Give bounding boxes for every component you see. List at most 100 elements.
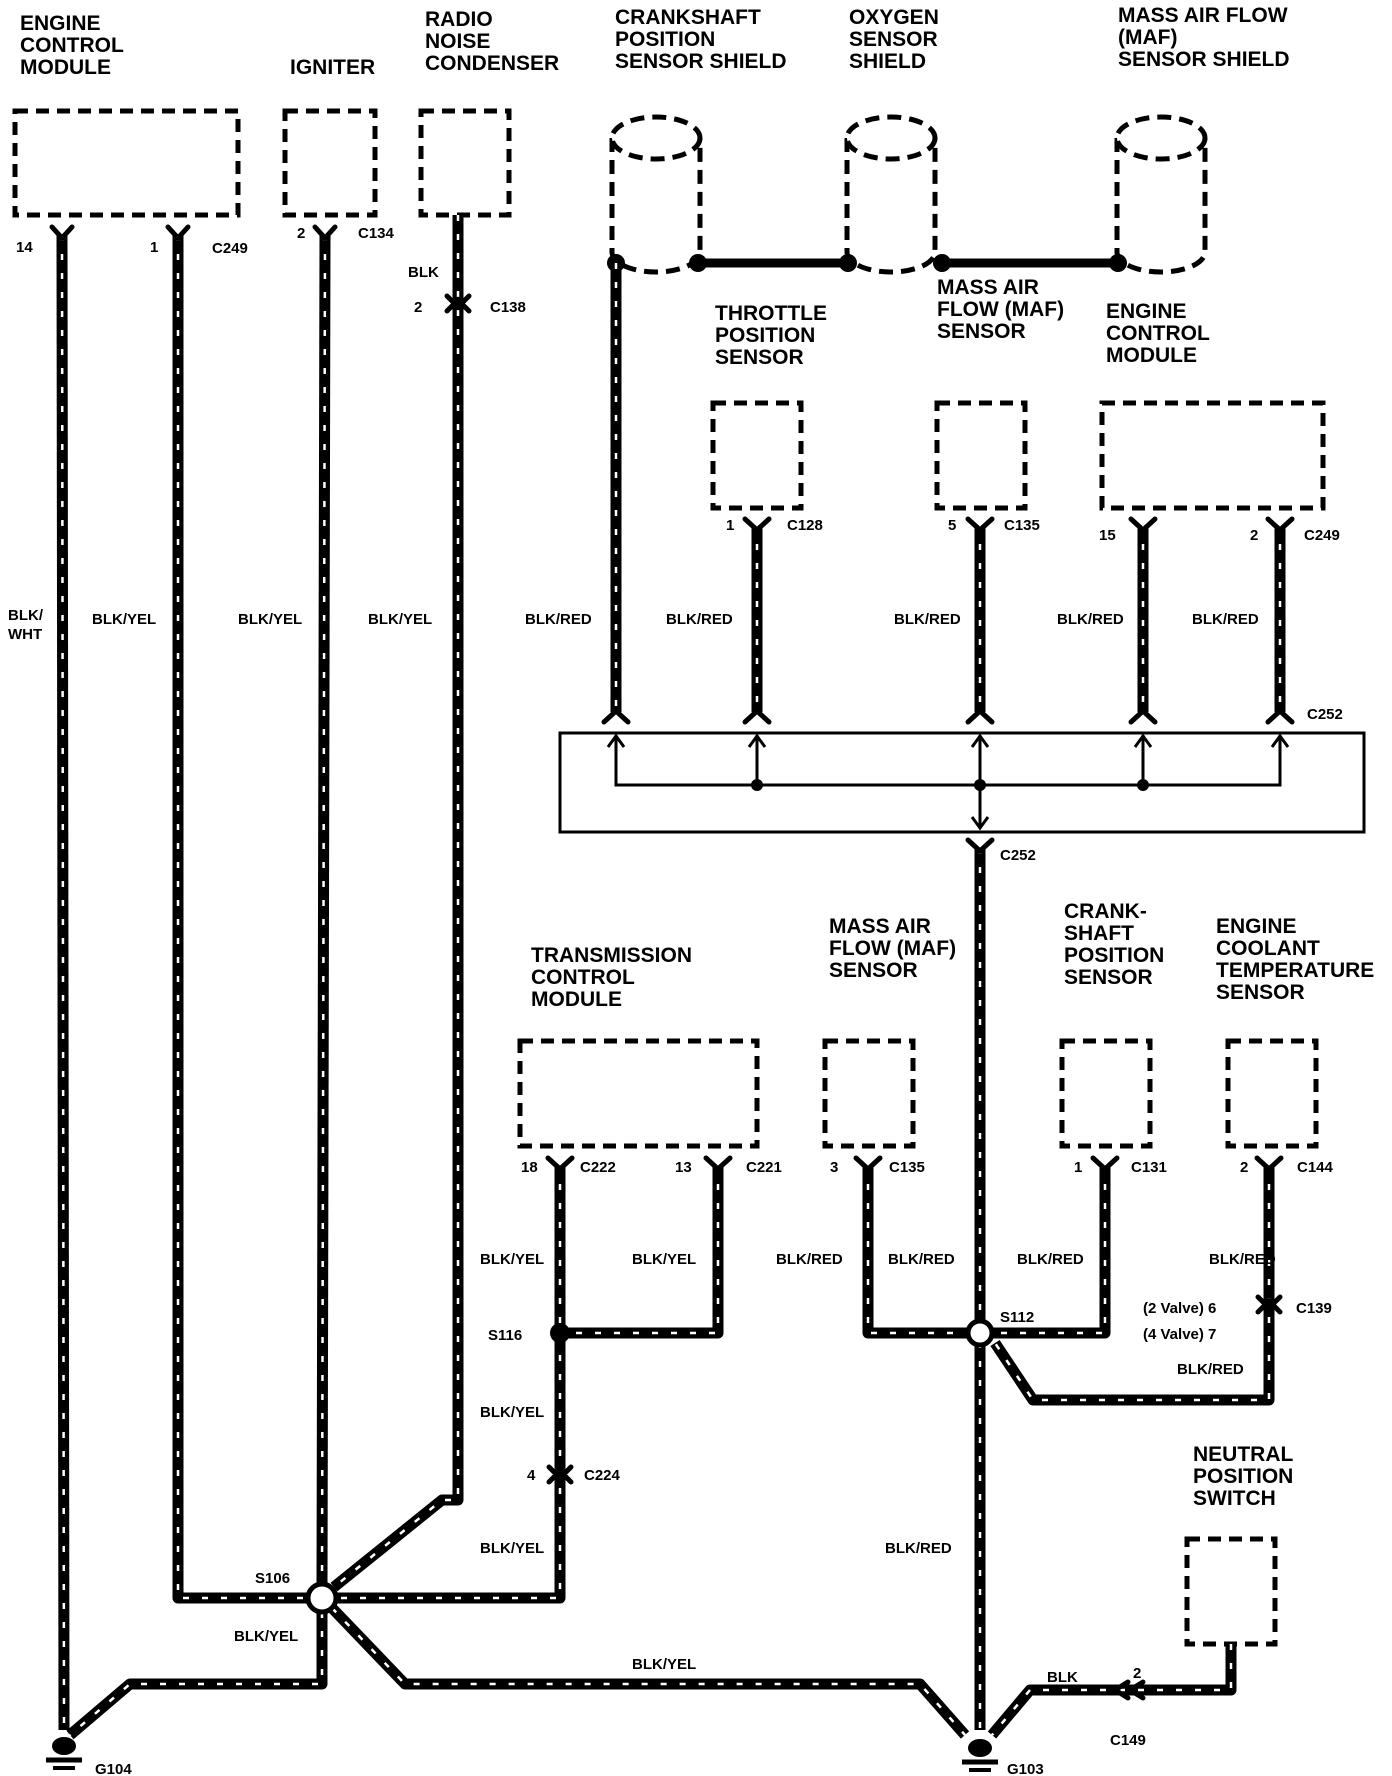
engine-coolant-temperature-sensor-box — [1225, 1038, 1319, 1149]
wire-tcm18-s106 — [336, 1165, 566, 1604]
pin-c138-2: 2 — [414, 299, 422, 316]
transmission-control-module-box — [517, 1038, 760, 1149]
conn-c139: C139 — [1296, 1300, 1332, 1317]
igniter-box — [282, 108, 378, 218]
pin-ecm-2: 2 — [1250, 527, 1258, 544]
c252-internal-bus — [606, 733, 1290, 831]
wire-label-blk-red-6: BLK/RED — [776, 1251, 843, 1268]
oxygen-shield-cylinder — [844, 114, 938, 275]
wire-label-blk-red-5: BLK/RED — [1192, 611, 1259, 628]
wire-label-blk-yel-6: BLK/YEL — [480, 1404, 544, 1421]
c252-junction-block — [558, 731, 1366, 834]
crankshaft-position-sensor-box — [1059, 1038, 1153, 1149]
splice-s112 — [965, 1318, 995, 1348]
pin-c139-2valve: (2 Valve) 6 — [1143, 1300, 1216, 1317]
pin-igniter-2: 2 — [297, 225, 305, 242]
conn-c221: C221 — [746, 1159, 782, 1176]
splice-label-s116: S116 — [488, 1327, 522, 1344]
wire-label-blk-yel-4: BLK/YEL — [480, 1251, 544, 1268]
ground-label-g104: G104 — [95, 1761, 132, 1776]
splice-label-s106: S106 — [255, 1570, 290, 1587]
conn-c224: C224 — [584, 1467, 621, 1484]
conn-c222: C222 — [580, 1159, 616, 1176]
wire-label-blk-yel-2: BLK/YEL — [238, 611, 302, 628]
conn-c149: C149 — [1110, 1732, 1146, 1749]
wire-label-blk-yel-8: BLK/YEL — [234, 1628, 298, 1645]
wire-condenser-s106-stripe — [333, 215, 460, 1588]
wire-ecm1-s106-stripe — [176, 235, 308, 1600]
conn-c252-top: C252 — [1307, 706, 1343, 723]
pin-c149-2: 2 — [1133, 1665, 1141, 1682]
ground-g103-icon — [962, 1739, 998, 1772]
wire-s106-g103-stripe — [331, 1607, 966, 1736]
wire-ckp-s112-stripe — [980, 1165, 1107, 1335]
pin-c139-4valve: (4 Valve) 7 — [1143, 1326, 1216, 1343]
splice-s116 — [550, 1323, 570, 1343]
pin-ect-2: 2 — [1240, 1159, 1248, 1176]
label-maf-shield: MASS AIR FLOW(MAF)SENSOR SHIELD — [1118, 4, 1290, 71]
wire-tcm18-s106-stripe — [336, 1165, 562, 1600]
wire-label-c138-blk: BLK — [408, 264, 439, 281]
engine-control-module-right-box — [1099, 400, 1326, 511]
pin-ecm-1: 1 — [150, 239, 158, 256]
crankshaft-shield-cylinder — [609, 114, 703, 275]
wire-label-blk-red-1: BLK/RED — [525, 611, 592, 628]
wire-label-blk-red-4: BLK/RED — [1057, 611, 1124, 628]
conn-c134: C134 — [358, 225, 395, 242]
conn-c138: C138 — [490, 299, 526, 316]
wire-ecm14-g104 — [56, 234, 70, 1731]
wire-ecm14-g104-stripe — [60, 234, 66, 1731]
wire-maf-lower-s112-stripe — [866, 1165, 980, 1335]
ground-label-g103: G103 — [1007, 1761, 1044, 1776]
wire-label-blk-red-9: BLK/RED — [1209, 1251, 1276, 1268]
splice-label-s112: S112 — [1000, 1309, 1034, 1326]
wire-igniter-s106-stripe — [320, 234, 327, 1585]
pin-tps-1: 1 — [726, 517, 734, 534]
wire-set — [56, 215, 1286, 1740]
wire-ckp-s112 — [980, 1165, 1111, 1339]
pin-maf-3: 3 — [830, 1159, 838, 1176]
wire-label-blk-red-3: BLK/RED — [894, 611, 961, 628]
wire-nps-g103-stripe — [991, 1644, 1233, 1736]
wire-label-blk-wht: BLK/WHT — [8, 607, 44, 643]
conn-c252-bottom: C252 — [1000, 847, 1036, 864]
pin-maf-5: 5 — [948, 517, 956, 534]
connector-chevrons — [49, 224, 1295, 1701]
conn-c135-bottom: C135 — [889, 1159, 925, 1176]
wire-condenser-s106 — [330, 215, 464, 1592]
wire-maf-lower-s112 — [862, 1165, 980, 1339]
pin-tcm-18: 18 — [521, 1159, 538, 1176]
conn-c249-right: C249 — [1304, 527, 1340, 544]
maf-sensor-upper-box — [934, 400, 1028, 511]
pin-ecm-14: 14 — [16, 239, 33, 256]
wire-label-blk-yel-1: BLK/YEL — [92, 611, 156, 628]
wire-label-blk-yel-9: BLK/YEL — [632, 1656, 696, 1673]
conn-c135-top: C135 — [1004, 517, 1040, 534]
throttle-position-sensor-box — [710, 400, 804, 511]
conn-c131: C131 — [1131, 1159, 1167, 1176]
conn-c144: C144 — [1297, 1159, 1334, 1176]
wire-tcm13-s116-stripe — [560, 1165, 720, 1335]
splice-s106 — [305, 1581, 339, 1615]
wire-label-blk-red-7: BLK/RED — [888, 1251, 955, 1268]
wire-igniter-s106 — [316, 234, 331, 1585]
conn-c128: C128 — [787, 517, 823, 534]
pin-tcm-13: 13 — [675, 1159, 692, 1176]
wire-tcm13-s116 — [560, 1165, 724, 1339]
engine-control-module-top-box — [12, 108, 241, 218]
label-igniter: IGNITER — [290, 56, 375, 79]
wire-label-blk-red-2: BLK/RED — [666, 611, 733, 628]
wire-label-blk-yel-3: BLK/YEL — [368, 611, 432, 628]
wire-label-blk-yel-7: BLK/YEL — [480, 1540, 544, 1557]
